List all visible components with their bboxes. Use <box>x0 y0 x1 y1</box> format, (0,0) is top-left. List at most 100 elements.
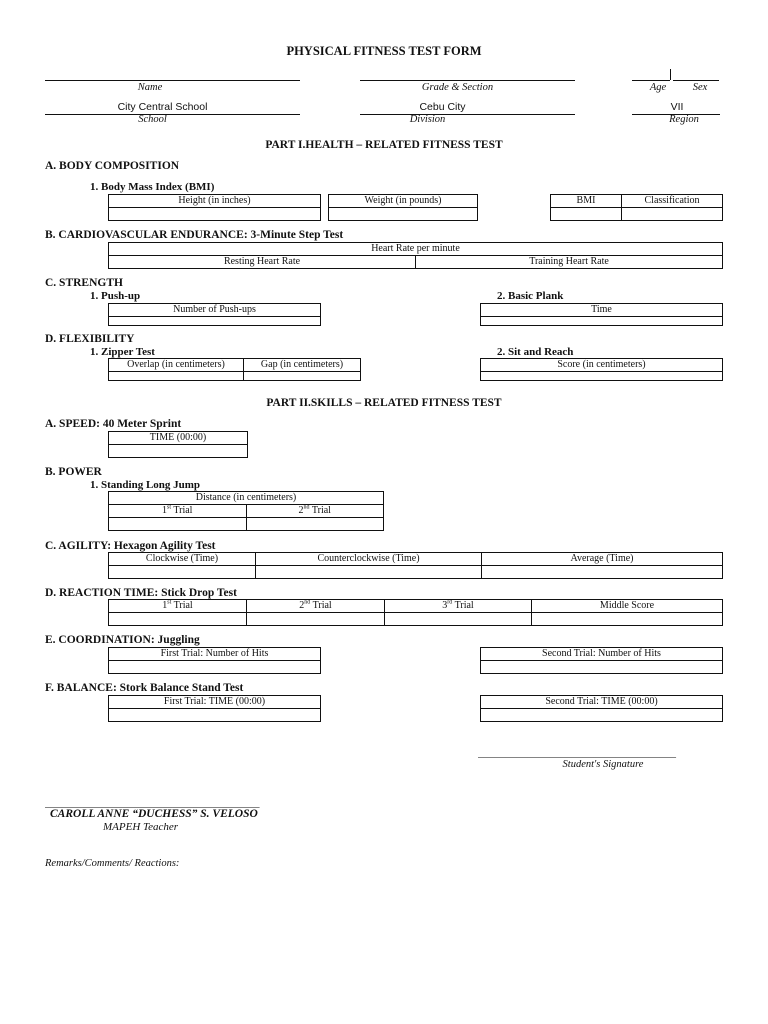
grade-section-label: Grade & Section <box>421 82 494 93</box>
coordination-first-table: First Trial: Number of Hits <box>108 647 321 674</box>
heart-rate-table: Heart Rate per minute Resting Heart Rate… <box>108 242 723 269</box>
school-value: City Central School <box>117 101 208 113</box>
coordination-heading: E. COORDINATION: Juggling <box>45 634 200 646</box>
overlap-header: Overlap (in centimeters) <box>108 358 244 372</box>
student-signature-line[interactable]: ____________________________________ <box>478 747 676 759</box>
sit-reach-header: Score (in centimeters) <box>480 358 723 372</box>
coordination-first-cell[interactable] <box>108 660 321 674</box>
zipper-subheading: 1. Zipper Test <box>90 346 155 358</box>
weight-table: Weight (in pounds) <box>328 194 478 221</box>
clockwise-cell[interactable] <box>108 565 256 579</box>
counterclockwise-header: Counterclockwise (Time) <box>255 552 482 566</box>
pushup-subheading: 1. Push-up <box>90 290 141 302</box>
balance-second-header: Second Trial: TIME (00:00) <box>480 695 723 709</box>
bmi-cell[interactable] <box>550 207 622 221</box>
reaction-trial2-header: 2nd Trial <box>246 599 385 613</box>
jump-trial2-cell[interactable] <box>245 517 384 531</box>
average-cell[interactable] <box>481 565 723 579</box>
classification-header: Classification <box>621 194 723 208</box>
reaction-trial1-cell[interactable] <box>108 612 247 626</box>
balance-second-cell[interactable] <box>480 708 723 722</box>
part2-title: PART II.SKILLS – RELATED FITNESS TEST <box>266 397 502 409</box>
speed-header: TIME (00:00) <box>108 431 248 445</box>
jump-trial1-header: 1st Trial <box>108 504 247 518</box>
sex-label: Sex <box>692 82 708 93</box>
middle-score-cell[interactable] <box>531 612 723 626</box>
body-composition-heading: A. BODY COMPOSITION <box>45 160 180 172</box>
classification-cell[interactable] <box>621 207 723 221</box>
remarks-label: Remarks/Comments/ Reactions: <box>45 858 180 869</box>
plank-header: Time <box>480 303 723 317</box>
power-heading: B. POWER <box>45 466 102 478</box>
division-value: Cebu City <box>419 101 466 113</box>
region-line[interactable] <box>632 114 720 115</box>
name-label: Name <box>137 82 163 93</box>
resting-heart-rate-cell[interactable]: Resting Heart Rate <box>108 255 416 269</box>
clockwise-header: Clockwise (Time) <box>108 552 256 566</box>
height-header: Height (in inches) <box>108 194 321 208</box>
balance-first-table: First Trial: TIME (00:00) <box>108 695 321 722</box>
reaction-trial3-cell[interactable] <box>384 612 532 626</box>
coordination-first-header: First Trial: Number of Hits <box>108 647 321 661</box>
reaction-trial1-header: 1st Trial <box>108 599 247 613</box>
region-value: VII <box>670 101 684 113</box>
pushup-cell[interactable] <box>108 316 321 326</box>
zipper-table: Overlap (in centimeters) Gap (in centime… <box>108 358 361 381</box>
teacher-signature-line: _______________________________________ <box>45 797 260 809</box>
division-line[interactable] <box>360 114 575 115</box>
grade-section-line[interactable] <box>360 80 575 81</box>
sit-reach-table: Score (in centimeters) <box>480 358 723 381</box>
form-title: PHYSICAL FITNESS TEST FORM <box>286 44 482 58</box>
school-label: School <box>138 114 167 125</box>
training-heart-rate-cell[interactable]: Training Heart Rate <box>415 255 723 269</box>
coordination-second-table: Second Trial: Number of Hits <box>480 647 723 674</box>
long-jump-subheading: 1. Standing Long Jump <box>90 479 201 491</box>
teacher-title: MAPEH Teacher <box>103 821 179 833</box>
part1-title: PART I.HEALTH – RELATED FITNESS TEST <box>265 139 503 151</box>
reaction-trial3-header: 3rd Trial <box>384 599 532 613</box>
weight-header: Weight (in pounds) <box>328 194 478 208</box>
balance-first-header: First Trial: TIME (00:00) <box>108 695 321 709</box>
jump-trial2-header: 2nd Trial <box>245 504 384 518</box>
region-label: Region <box>669 114 699 125</box>
weight-cell[interactable] <box>328 207 478 221</box>
strength-heading: C. STRENGTH <box>45 277 123 289</box>
bmi-header: BMI <box>550 194 622 208</box>
bmi-subheading: 1. Body Mass Index (BMI) <box>90 181 215 193</box>
bmi-classification-table: BMI Classification <box>550 194 723 221</box>
pushup-table: Number of Push-ups <box>108 303 321 326</box>
distance-header: Distance (in centimeters) <box>108 491 384 505</box>
overlap-cell[interactable] <box>108 371 244 381</box>
speed-table: TIME (00:00) <box>108 431 248 458</box>
jump-trial1-cell[interactable] <box>108 517 247 531</box>
division-label: Division <box>409 114 446 125</box>
plank-table: Time <box>480 303 723 326</box>
school-line[interactable] <box>45 114 300 115</box>
agility-table: Clockwise (Time) Counterclockwise (Time)… <box>108 552 723 579</box>
sit-reach-cell[interactable] <box>480 371 723 381</box>
pushup-header: Number of Push-ups <box>108 303 321 317</box>
heart-rate-header: Heart Rate per minute <box>108 242 723 256</box>
counterclockwise-cell[interactable] <box>255 565 482 579</box>
speed-cell[interactable] <box>108 444 248 458</box>
height-cell[interactable] <box>108 207 321 221</box>
student-signature-label: Student's Signature <box>562 759 644 770</box>
name-line[interactable] <box>45 80 300 81</box>
balance-second-table: Second Trial: TIME (00:00) <box>480 695 723 722</box>
gap-cell[interactable] <box>243 371 361 381</box>
middle-score-header: Middle Score <box>531 599 723 613</box>
age-line[interactable] <box>632 80 670 81</box>
plank-subheading: 2. Basic Plank <box>497 290 564 302</box>
speed-heading: A. SPEED: 40 Meter Sprint <box>45 418 182 430</box>
reaction-trial2-cell[interactable] <box>246 612 385 626</box>
plank-cell[interactable] <box>480 316 723 326</box>
age-label: Age <box>649 82 667 93</box>
reaction-table: 1st Trial 2nd Trial 3rd Trial Middle Sco… <box>108 599 723 626</box>
balance-heading: F. BALANCE: Stork Balance Stand Test <box>45 682 244 694</box>
sex-line[interactable] <box>673 80 719 81</box>
coordination-second-cell[interactable] <box>480 660 723 674</box>
flexibility-heading: D. FLEXIBILITY <box>45 333 135 345</box>
coordination-second-header: Second Trial: Number of Hits <box>480 647 723 661</box>
balance-first-cell[interactable] <box>108 708 321 722</box>
height-table: Height (in inches) <box>108 194 321 221</box>
